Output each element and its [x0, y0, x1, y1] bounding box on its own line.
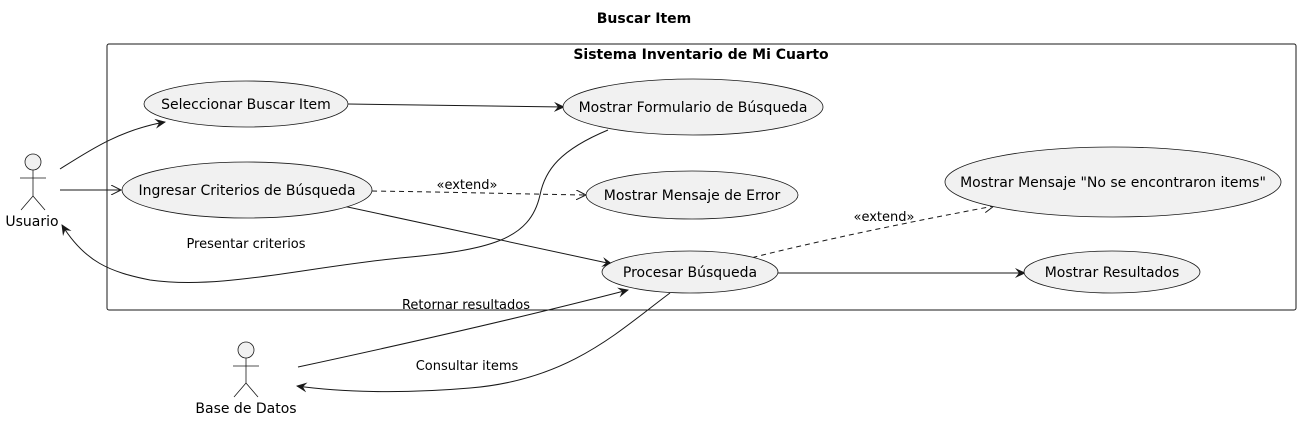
system-boundary: [106, 43, 1297, 311]
use-case-label: Mostrar Mensaje de Error: [604, 188, 781, 204]
use-case-label: Mostrar Formulario de Búsqueda: [579, 100, 808, 116]
use-case-procesar: Procesar Búsqueda: [601, 250, 779, 294]
edge-label-extend-no-items: «extend»: [854, 210, 915, 225]
use-case-mostrar-formulario: Mostrar Formulario de Búsqueda: [562, 78, 824, 136]
use-case-ingresar-criterios: Ingresar Criterios de Búsqueda: [121, 161, 373, 219]
edge-extend-error: [371, 191, 586, 195]
system-title: Sistema Inventario de Mi Cuarto: [573, 47, 829, 63]
use-case-mostrar-resultados: Mostrar Resultados: [1023, 250, 1201, 294]
edge-label-consultar-items: Consultar items: [416, 359, 519, 374]
diagram-title: Buscar Item: [597, 11, 691, 27]
edge-label-presentar-criterios: Presentar criterios: [186, 237, 305, 252]
edge-formulario-usuario: [61, 129, 609, 284]
actor-label: Base de Datos: [195, 401, 296, 417]
edge-db-procesar: [297, 287, 629, 368]
use-case-mostrar-error: Mostrar Mensaje de Error: [585, 170, 799, 220]
edge-seleccionar-formulario: [347, 101, 565, 112]
use-case-label: Seleccionar Buscar Item: [161, 97, 331, 113]
edge-label-extend-error: «extend»: [437, 178, 498, 193]
edge-procesar-db: [296, 292, 671, 393]
use-case-label: Procesar Búsqueda: [623, 265, 757, 281]
use-case-label: Ingresar Criterios de Búsqueda: [138, 183, 355, 199]
use-case-seleccionar: Seleccionar Buscar Item: [143, 80, 349, 128]
actor-usuario: Usuario: [5, 153, 59, 230]
edge-ingresar-procesar: [342, 205, 613, 267]
edge-label-retornar-resultados: Retornar resultados: [402, 298, 530, 313]
use-case-label: Mostrar Mensaje "No se encontraron items…: [960, 175, 1266, 191]
use-case-label: Mostrar Resultados: [1045, 265, 1180, 281]
actor-base-de-datos: Base de Datos: [195, 341, 297, 417]
actor-label: Usuario: [5, 214, 58, 230]
use-case-mostrar-no-items: Mostrar Mensaje "No se encontraron items…: [944, 146, 1282, 218]
edge-usuario-seleccionar: [59, 118, 166, 170]
